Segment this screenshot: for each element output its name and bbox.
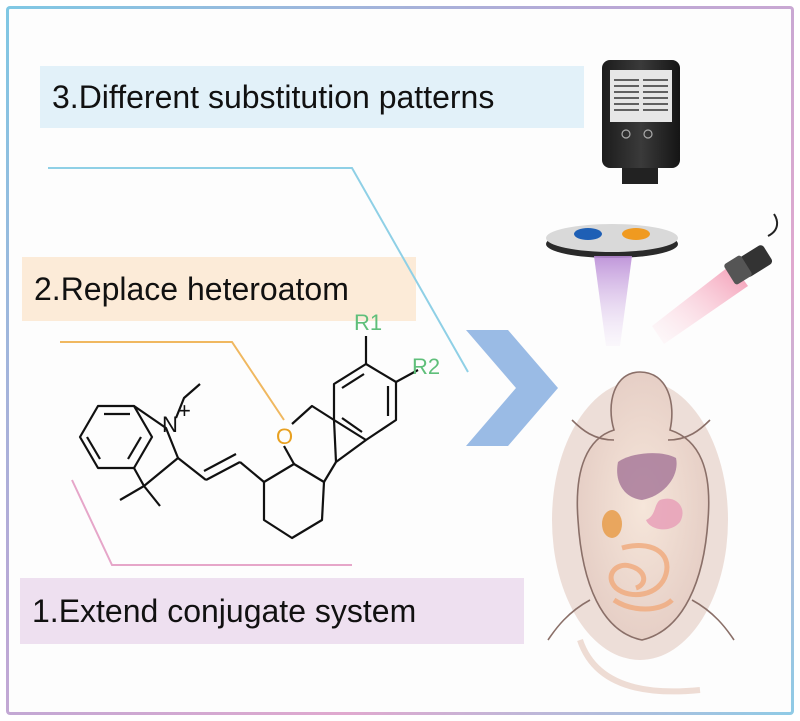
light-source-icon bbox=[724, 213, 779, 285]
step3-label: 3.Different substitution patterns bbox=[52, 79, 495, 115]
filter-wheel-icon bbox=[546, 224, 678, 258]
mouse-illustration bbox=[547, 371, 735, 695]
step2-label: 2.Replace heteroatom bbox=[34, 271, 349, 307]
charge-label: + bbox=[178, 398, 191, 423]
step1-label-box: 1.Extend conjugate system bbox=[20, 578, 524, 644]
molecule-structure bbox=[78, 336, 419, 540]
connector-line-step3 bbox=[48, 167, 469, 373]
step3-label-box: 3.Different substitution patterns bbox=[40, 66, 584, 128]
side-light-beam bbox=[652, 264, 748, 344]
chevron-arrow-icon bbox=[466, 330, 558, 446]
oxygen-label: O bbox=[276, 424, 293, 449]
step1-label: 1.Extend conjugate system bbox=[32, 593, 417, 629]
nitrogen-label: N bbox=[162, 412, 178, 437]
r2-label: R2 bbox=[412, 354, 440, 379]
r1-label: R1 bbox=[354, 310, 382, 335]
connector-line-step2 bbox=[60, 341, 285, 421]
step2-label-box: 2.Replace heteroatom bbox=[22, 257, 416, 321]
connector-line-step1 bbox=[71, 479, 352, 566]
vertical-light-beam bbox=[594, 256, 632, 346]
imaging-camera-icon bbox=[602, 60, 680, 184]
